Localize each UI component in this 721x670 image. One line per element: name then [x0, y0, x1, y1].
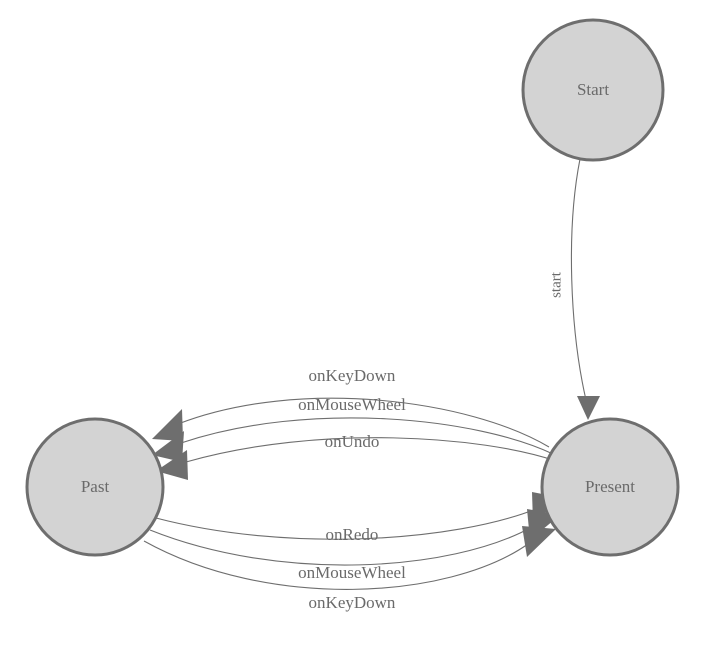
edge-start-path: [570, 158, 587, 401]
edge-past-present-keydown[interactable]: [143, 526, 556, 590]
node-present[interactable]: Present: [540, 417, 680, 557]
edge-present-past-mousewheel-path: [180, 417, 554, 455]
node-past-label: Past: [81, 477, 110, 496]
edge-present-past-keydown-arrowhead: [152, 409, 183, 441]
edge-present-past-undo[interactable]: [156, 437, 557, 480]
node-start[interactable]: Start: [521, 18, 665, 162]
edge-past-present-keydown-arrowhead: [522, 526, 556, 557]
edge-label-present-past-keydown: onKeyDown: [309, 366, 396, 385]
edge-start-arrowhead: [577, 396, 600, 420]
edge-label-past-present-redo: onRedo: [326, 525, 379, 544]
edge-label-past-present-mousewheel: onMouseWheel: [298, 563, 406, 582]
edge-present-past-keydown-path: [177, 397, 550, 448]
edge-present-past-keydown[interactable]: [152, 397, 550, 448]
node-present-label: Present: [585, 477, 635, 496]
edge-label-start: start: [548, 271, 564, 298]
node-past-circle[interactable]: [25, 417, 165, 557]
node-start-circle[interactable]: [521, 18, 665, 162]
edge-label-present-past-mousewheel: onMouseWheel: [298, 395, 406, 414]
node-past[interactable]: Past: [25, 417, 165, 557]
node-start-label: Start: [577, 80, 609, 99]
edge-past-present-mousewheel-path: [149, 526, 533, 566]
edge-present-past-undo-arrowhead: [156, 450, 188, 480]
edge-present-past-undo-path: [185, 437, 557, 463]
edge-present-past-mousewheel[interactable]: [152, 417, 554, 462]
edge-past-present-redo-path: [155, 508, 537, 540]
edge-start[interactable]: [570, 158, 600, 420]
edge-label-present-past-undo: onUndo: [325, 432, 380, 451]
edge-past-present-keydown-path: [143, 540, 529, 590]
edge-present-past-mousewheel-arrowhead: [152, 431, 184, 462]
node-present-circle[interactable]: [540, 417, 680, 557]
edge-label-past-present-keydown: onKeyDown: [309, 593, 396, 612]
